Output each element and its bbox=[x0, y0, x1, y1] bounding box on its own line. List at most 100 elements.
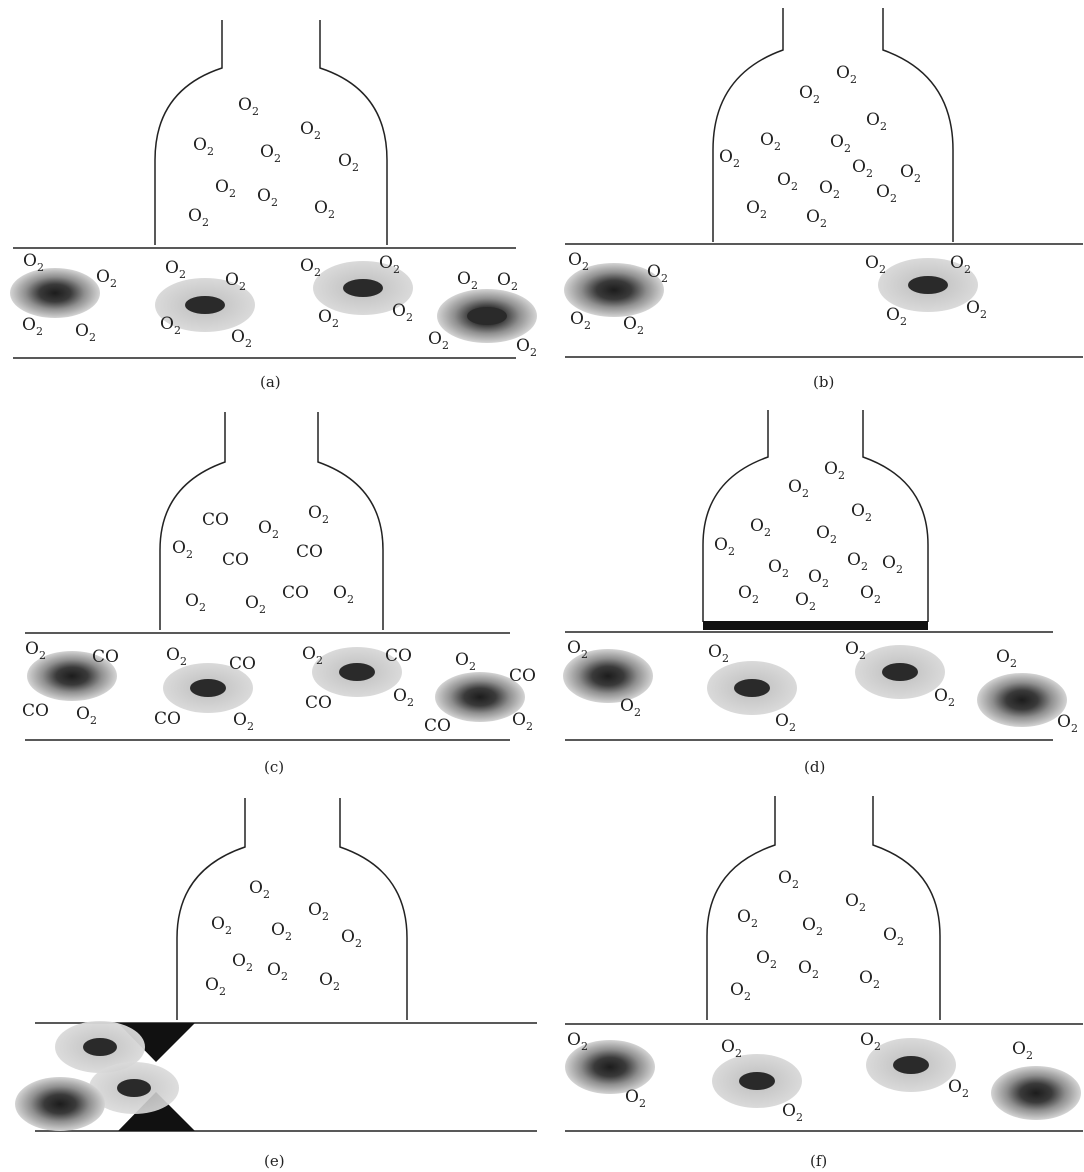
o2-label: O2 bbox=[876, 182, 897, 205]
o2-label: O2 bbox=[845, 639, 866, 662]
cell-d3 bbox=[855, 645, 945, 699]
o2-label: O2 bbox=[308, 503, 329, 526]
o2-label: O2 bbox=[188, 206, 209, 229]
o2-label: O2 bbox=[25, 639, 46, 662]
o2-label: O2 bbox=[1057, 712, 1078, 735]
o2-label: O2 bbox=[860, 583, 881, 606]
caption-f: (f) bbox=[810, 1152, 827, 1170]
o2-label: O2 bbox=[866, 110, 887, 133]
o2-label: O2 bbox=[225, 270, 246, 293]
caption-e: (e) bbox=[264, 1152, 285, 1170]
o2-label: O2 bbox=[756, 948, 777, 971]
o2-channel-a: O2 O2 O2 O2 O2 O2 O2 O2 O2 O2 O2 O2 O2 O… bbox=[22, 251, 537, 359]
o2-channel-f: O2 O2 O2 O2 O2 O2 O2 bbox=[567, 1030, 1033, 1124]
cell-c1 bbox=[27, 651, 117, 701]
o2-label: O2 bbox=[568, 250, 589, 273]
o2-label: O2 bbox=[795, 590, 816, 613]
o2-label: O2 bbox=[808, 567, 829, 590]
cell-f4 bbox=[991, 1066, 1081, 1120]
o2-label: O2 bbox=[816, 523, 837, 546]
flask-c bbox=[159, 412, 384, 630]
o2-label: O2 bbox=[238, 95, 259, 118]
o2-label: O2 bbox=[267, 960, 288, 983]
o2-label: O2 bbox=[886, 305, 907, 328]
o2-label: O2 bbox=[300, 119, 321, 142]
o2-label: O2 bbox=[231, 327, 252, 350]
o2-label: O2 bbox=[205, 975, 226, 998]
o2-label: O2 bbox=[271, 920, 292, 943]
co-label: CO bbox=[296, 542, 323, 562]
o2-label: O2 bbox=[497, 270, 518, 293]
panel-d: O2 O2 O2 O2 O2 O2 O2 O2 O2 O2 O2 O2 O2 O… bbox=[563, 410, 1078, 776]
o2-label: O2 bbox=[830, 132, 851, 155]
o2-label: O2 bbox=[211, 914, 232, 937]
flask-f bbox=[706, 796, 941, 1020]
o2-label: O2 bbox=[257, 186, 278, 209]
caption-d: (d) bbox=[804, 758, 825, 776]
o2-label: O2 bbox=[314, 198, 335, 221]
o2-label: O2 bbox=[455, 650, 476, 673]
o2-label: O2 bbox=[934, 686, 955, 709]
o2-label: O2 bbox=[96, 267, 117, 290]
o2-label: O2 bbox=[802, 915, 823, 938]
o2-label: O2 bbox=[882, 553, 903, 576]
o2-label: O2 bbox=[760, 130, 781, 153]
cell-f1 bbox=[565, 1040, 655, 1094]
cell-d2 bbox=[707, 661, 797, 715]
o2-label: O2 bbox=[714, 535, 735, 558]
co-label: CO bbox=[509, 666, 536, 686]
o2-label: O2 bbox=[782, 1101, 803, 1124]
o2-label: O2 bbox=[338, 151, 359, 174]
o2-label: O2 bbox=[996, 647, 1017, 670]
o2-label: O2 bbox=[567, 638, 588, 661]
panel-f: O2 O2 O2 O2 O2 O2 O2 O2 O2 O2 O2 O2 O2 O… bbox=[565, 796, 1083, 1170]
o2-label: O2 bbox=[799, 83, 820, 106]
o2-label: O2 bbox=[798, 958, 819, 981]
o2-label: O2 bbox=[232, 951, 253, 974]
o2-label: O2 bbox=[300, 256, 321, 279]
o2-label: O2 bbox=[22, 315, 43, 338]
o2-label: O2 bbox=[457, 269, 478, 292]
o2-label: O2 bbox=[865, 253, 886, 276]
flask-b bbox=[712, 8, 954, 242]
o2-label: O2 bbox=[215, 177, 236, 200]
o2-label: O2 bbox=[185, 591, 206, 614]
co-label: CO bbox=[282, 583, 309, 603]
o2-label: O2 bbox=[23, 251, 44, 274]
o2-label: O2 bbox=[948, 1077, 969, 1100]
cell-c4 bbox=[435, 672, 525, 722]
o2-flask-a: O2 O2 O2 O2 O2 O2 O2 O2 O2 bbox=[188, 95, 359, 229]
stenosis-bottom bbox=[118, 1092, 195, 1131]
o2-label: O2 bbox=[836, 63, 857, 86]
co-label: CO bbox=[222, 550, 249, 570]
membrane-filter bbox=[703, 621, 928, 630]
o2-label: O2 bbox=[721, 1037, 742, 1060]
o2-label: O2 bbox=[824, 459, 845, 482]
o2-label: O2 bbox=[160, 314, 181, 337]
o2-label: O2 bbox=[567, 1030, 588, 1053]
o2-label: O2 bbox=[428, 329, 449, 352]
co-label: CO bbox=[229, 654, 256, 674]
o2-label: O2 bbox=[845, 891, 866, 914]
o2-label: O2 bbox=[165, 258, 186, 281]
o2-label: O2 bbox=[719, 147, 740, 170]
caption-c: (c) bbox=[264, 758, 284, 776]
cell-e3 bbox=[15, 1077, 105, 1131]
o2-channel-b: O2 O2 O2 O2 O2 O2 O2 O2 bbox=[568, 250, 987, 337]
o2-label: O2 bbox=[233, 710, 254, 733]
o2-label: O2 bbox=[860, 1030, 881, 1053]
co-label: CO bbox=[92, 647, 119, 667]
o2-label: O2 bbox=[819, 178, 840, 201]
cell-f2 bbox=[712, 1054, 802, 1108]
o2-label: O2 bbox=[778, 868, 799, 891]
o2-label: O2 bbox=[883, 925, 904, 948]
flask-d bbox=[702, 410, 929, 622]
o2-label: O2 bbox=[847, 550, 868, 573]
caption-b: (b) bbox=[813, 373, 834, 391]
cell-d1 bbox=[563, 649, 653, 703]
co-label: CO bbox=[385, 646, 412, 666]
o2-flask-e: O2 O2 O2 O2 O2 O2 O2 O2 O2 bbox=[205, 878, 362, 998]
cell-a3 bbox=[313, 261, 413, 315]
co-label: CO bbox=[22, 701, 49, 721]
